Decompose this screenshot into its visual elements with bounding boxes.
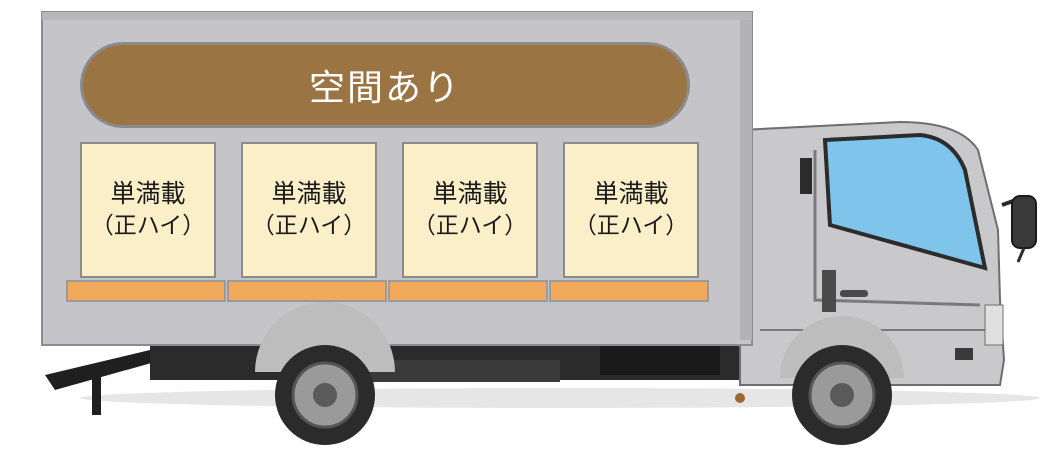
pallet <box>549 280 709 302</box>
truck-cab <box>739 120 1006 386</box>
side-mirror <box>1001 195 1037 263</box>
rear-wheel <box>255 302 395 445</box>
pallet <box>227 280 387 302</box>
front-wheel <box>780 316 904 445</box>
cargo-box: 単満載 （正ハイ） <box>402 142 538 278</box>
windshield <box>822 132 988 271</box>
space-available-banner: 空間あり <box>80 42 690 128</box>
pallet <box>66 280 226 302</box>
cargo-box-line2: （正ハイ） <box>412 213 528 239</box>
chassis <box>150 340 790 403</box>
cargo-box-line2: （正ハイ） <box>90 213 206 239</box>
cargo-box: 単満載 （正ハイ） <box>80 142 216 278</box>
cargo-box-line1: 単満載 <box>110 179 186 208</box>
cargo-box-line1: 単満載 <box>432 179 508 208</box>
cargo-box-line2: （正ハイ） <box>251 213 367 239</box>
cargo-box-line1: 単満載 <box>593 179 669 208</box>
cargo-box-line2: （正ハイ） <box>573 213 689 239</box>
rear-bumper <box>45 350 155 415</box>
pallet <box>388 280 548 302</box>
cargo-box-line1: 単満載 <box>271 179 347 208</box>
ground-shadow <box>80 388 1040 408</box>
banner-label: 空間あり <box>308 68 461 109</box>
cargo-box: 単満載 （正ハイ） <box>563 142 699 278</box>
cargo-box: 単満載 （正ハイ） <box>241 142 377 278</box>
